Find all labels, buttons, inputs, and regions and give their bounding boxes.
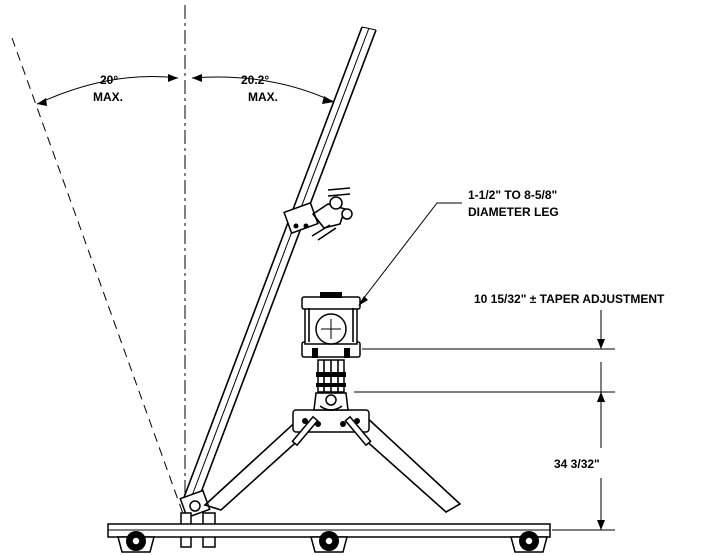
leg-diameter-leader [358,202,462,306]
left-angle-value: 20° [100,73,118,87]
leg-diameter-label: DIAMETER LEG [468,205,559,219]
right-angle-max: MAX. [248,90,278,104]
mast-clamp [283,187,353,241]
taper-adjustment-label: 10 15/32" ± TAPER ADJUSTMENT [474,292,665,306]
taper-dimension [597,310,605,405]
dimension-extensions [354,348,615,531]
tilted-mast [182,26,377,504]
caster-right [510,531,548,553]
mast-pivot-bracket [179,489,216,548]
left-limit-line [11,37,187,523]
caster-center [310,531,348,553]
caster-left [117,531,155,553]
height-dimension [597,392,605,530]
right-angle-value: 20.2° [241,73,269,87]
left-angle-arc [36,74,179,106]
pipe-clamp-head [301,292,361,358]
center-post [313,359,349,411]
leg-range-label: 1-1/2" TO 8-5/8" [468,188,557,202]
right-angle-arc [191,74,335,104]
height-dimension-label: 34 3/32" [554,457,600,471]
a-frame [203,409,462,513]
left-angle-max: MAX. [93,90,123,104]
